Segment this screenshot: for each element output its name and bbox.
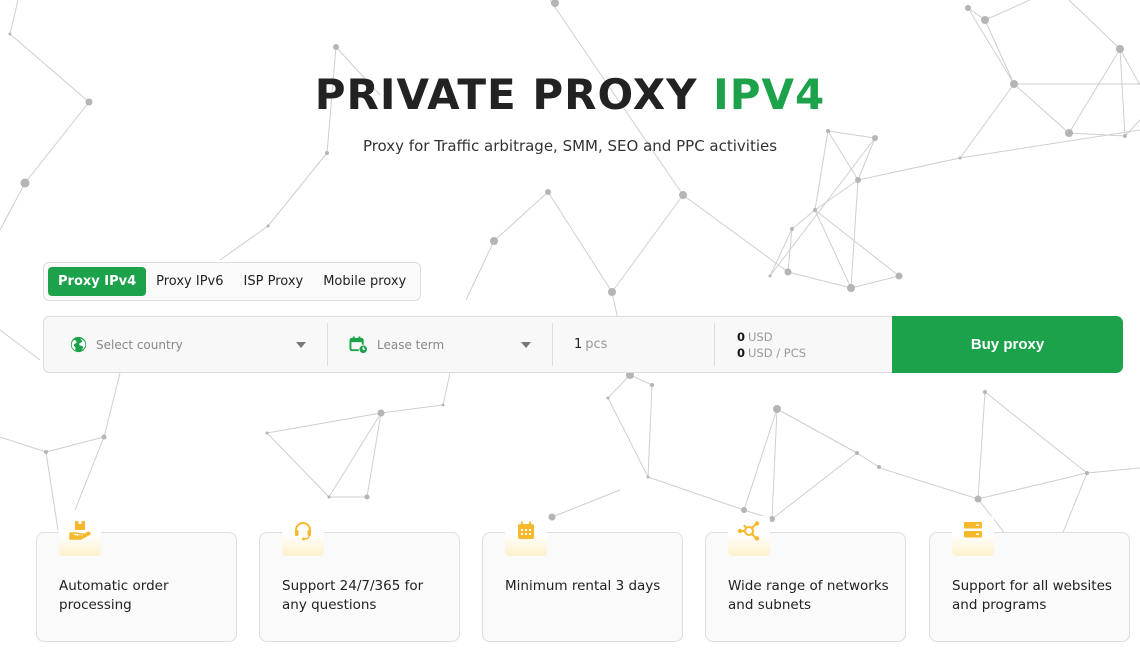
buy-proxy-button[interactable]: Buy proxy <box>892 316 1123 373</box>
feature-card: Wide range of networks and subnets <box>705 516 906 642</box>
tab-isp-proxy[interactable]: ISP Proxy <box>243 274 304 289</box>
feature-text: Automatic order processing <box>59 578 169 613</box>
feature-icon-box <box>505 516 547 556</box>
unit-price-currency: USD / PCS <box>748 345 807 360</box>
feature-text: Wide range of networks and subnets <box>728 578 889 613</box>
quantity-value: 1 <box>574 337 583 352</box>
country-select[interactable]: Select country <box>44 317 328 372</box>
page-title: PRIVATE PROXY IPV4 <box>0 70 1140 119</box>
globe-icon <box>70 336 87 353</box>
feature-icon-box <box>282 516 324 556</box>
feature-icon-box <box>952 516 994 556</box>
headset-icon <box>295 522 311 541</box>
tab-proxy-ipv6[interactable]: Proxy IPv6 <box>156 274 224 289</box>
feature-text: Support for all websites and programs <box>952 578 1112 613</box>
network-nodes-icon <box>737 521 760 541</box>
features-list: Automatic order processing Support 24/7/… <box>36 516 1130 642</box>
tab-proxy-ipv4[interactable]: Proxy IPv4 <box>48 267 147 296</box>
tab-mobile-proxy[interactable]: Mobile proxy <box>323 274 407 289</box>
lease-term-select[interactable]: Lease term <box>328 317 553 372</box>
lease-term-placeholder: Lease term <box>377 337 445 352</box>
proxy-type-tabs: Proxy IPv4 Proxy IPv6 ISP Proxy Mobile p… <box>43 262 422 301</box>
quantity-unit: pcs <box>585 337 608 352</box>
feature-icon-box <box>59 516 101 556</box>
calendar-icon <box>518 521 534 539</box>
feature-card: Minimum rental 3 days <box>482 516 683 642</box>
page-subtitle: Proxy for Traffic arbitrage, SMM, SEO an… <box>362 137 778 155</box>
unit-price-value: 0 <box>737 345 746 360</box>
chevron-down-icon <box>296 342 306 348</box>
total-price-value: 0 <box>737 329 746 344</box>
feature-card: Automatic order processing <box>36 516 237 642</box>
total-price-currency: USD <box>748 329 773 344</box>
divider <box>714 323 715 366</box>
quantity-input[interactable]: 1 pcs <box>553 317 715 372</box>
feature-card: Support 24/7/365 for any questions <box>259 516 460 642</box>
chevron-down-icon <box>521 342 531 348</box>
server-icon <box>964 522 982 538</box>
page-title-accent: IPV4 <box>713 70 826 119</box>
calendar-clock-icon <box>349 335 368 354</box>
divider <box>327 323 328 366</box>
page-title-main: PRIVATE PROXY <box>314 70 714 119</box>
feature-icon-box <box>728 516 770 556</box>
feature-text: Support 24/7/365 for any questions <box>282 578 424 613</box>
feature-card: Support for all websites and programs <box>929 516 1130 642</box>
feature-text: Minimum rental 3 days <box>505 578 661 594</box>
divider <box>552 323 553 366</box>
country-placeholder: Select country <box>96 337 183 352</box>
hand-box-icon <box>69 521 91 540</box>
